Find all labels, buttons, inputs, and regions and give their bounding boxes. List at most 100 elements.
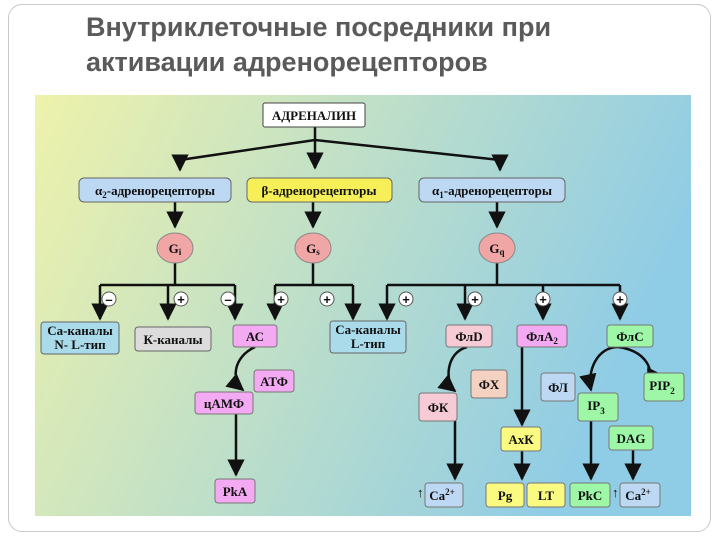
ca2-node-left: ↑ Ca2+ (417, 482, 464, 508)
alpha1-subscript: 1 (439, 190, 444, 200)
fk-node: ФК (418, 392, 458, 422)
pip2-label: PIP2 (649, 378, 675, 396)
ca-channels-nl-line2: N- L-тип (54, 337, 106, 352)
plus-sign-ca-l: + (319, 291, 335, 307)
gi-protein-node: Gi (156, 232, 194, 264)
ca2-right-label: Ca2+ (625, 487, 651, 503)
plus-sign-pla2: + (467, 291, 483, 307)
beta-receptor-label: β-адренорецепторы (261, 183, 376, 198)
plus-sign-plc: + (535, 291, 551, 307)
pla2-label: ФлА2 (526, 329, 558, 346)
gi-label: Gi (169, 241, 182, 257)
minus-sign-ca-nl: – (101, 291, 117, 307)
slide-title-line-1: Внутриклеточные посредники при (86, 12, 552, 42)
beta-text: -адренорецепторы (268, 183, 376, 198)
k-channels-node: К-каналы (134, 326, 212, 352)
camp-node: цАМФ (194, 391, 254, 415)
gi-main: G (169, 241, 179, 256)
pg-label: Pg (498, 488, 513, 503)
fl-label: ФЛ (548, 380, 568, 395)
pkc-label: PkC (578, 488, 603, 503)
ac-node: АС (232, 324, 278, 348)
gs-protein-node: Gs (294, 232, 332, 264)
plc-node: ФлС (606, 324, 654, 348)
slide-frame (8, 4, 711, 532)
alpha2-text: -адренорецепторы (107, 183, 215, 198)
svg-text:+: + (616, 292, 624, 307)
gq-main: G (489, 241, 499, 256)
axk-label: АхК (508, 432, 534, 447)
axk-node: АхК (500, 426, 542, 452)
minus-sign-ac: – (220, 291, 236, 307)
pka-node: PkA (214, 478, 256, 504)
atp-label: АТФ (260, 374, 288, 389)
dag-label: DAG (617, 431, 646, 446)
ca-channels-nl-line1: Са-каналы (47, 323, 113, 338)
gs-label: Gs (306, 241, 320, 257)
ph-label: ФХ (479, 377, 500, 392)
lt-label: LT (538, 488, 554, 503)
pla2-subscript: 2 (553, 336, 558, 346)
gs-subscript: s (316, 247, 320, 257)
alpha1-text: -адренорецепторы (444, 183, 552, 198)
ip3-node: IP3 (577, 392, 619, 422)
pla2-node: ФлА2 (516, 324, 568, 348)
beta-symbol: β (261, 183, 268, 198)
pip2-node: PIP2 (643, 372, 685, 402)
pip2-subscript: 2 (670, 386, 675, 396)
ip3-subscript: 3 (600, 406, 605, 416)
ca2-left-main: Ca (429, 488, 445, 503)
svg-text:+: + (177, 292, 185, 307)
slide-title-line-2: активации адренорецепторов (86, 47, 488, 77)
gi-subscript: i (179, 247, 182, 257)
beta-receptor-node: β-адренорецепторы (246, 177, 393, 203)
ip3-label: IP3 (587, 398, 605, 416)
plus-sign-plc2: + (612, 291, 628, 307)
alpha1-receptor-node: α1-адренорецепторы (418, 177, 566, 203)
fl-node: ФЛ (540, 372, 576, 402)
pg-node: Pg (485, 482, 525, 508)
connector-lines (91, 125, 663, 481)
ca2-node-right: ↑ Ca2+ (612, 482, 661, 508)
alpha2-symbol: α (95, 183, 103, 198)
ca2-right-sup: 2+ (641, 487, 651, 497)
k-channels-label: К-каналы (143, 332, 202, 347)
ca-channels-l-line1: Са-каналы (335, 322, 401, 337)
dag-node: DAG (608, 425, 654, 451)
ca2-left-sup: 2+ (445, 487, 455, 497)
slide-title: Внутриклеточные посредники при активации… (86, 10, 686, 80)
svg-text:+: + (471, 292, 479, 307)
lt-node: LT (526, 482, 566, 508)
svg-text:+: + (277, 292, 285, 307)
gq-protein-node: Gq (478, 232, 516, 264)
plus-sign-k: + (173, 291, 189, 307)
ca2-left-label: Ca2+ (429, 487, 455, 503)
alpha1-symbol: α (432, 183, 440, 198)
camp-label: цАМФ (204, 396, 244, 411)
ph-node: ФХ (470, 369, 508, 399)
pld-label: ФлD (455, 329, 482, 344)
gs-main: G (306, 241, 316, 256)
plus-sign-pld: + (398, 291, 414, 307)
ca-channels-l-line2: L-тип (351, 336, 386, 351)
gq-label: Gq (489, 241, 504, 257)
ca2-right-up-arrow: ↑ (612, 485, 619, 500)
svg-text:–: – (105, 292, 112, 307)
alpha2-receptor-node: α2-адренорецепторы (78, 177, 232, 203)
svg-text:+: + (539, 292, 547, 307)
plus-sign-ac-gs: + (273, 291, 289, 307)
adrenaline-node: АДРЕНАЛИН (262, 102, 366, 128)
pkc-node: PkC (569, 482, 611, 508)
alpha2-receptor-label: α2-адренорецепторы (95, 183, 215, 200)
ca2-right-main: Ca (625, 488, 641, 503)
plc-label: ФлС (616, 329, 643, 344)
adrenoreceptor-diagram: АДРЕНАЛИН α2-адренорецепторы β-адренорец… (35, 95, 691, 516)
atp-node: АТФ (253, 369, 295, 393)
diagram-background (35, 95, 691, 516)
alpha1-receptor-label: α1-адренорецепторы (432, 183, 552, 200)
ca2-left-up-arrow: ↑ (417, 485, 424, 500)
pla2-main: ФлА (526, 329, 554, 344)
fk-label: ФК (428, 400, 449, 415)
svg-text:–: – (224, 292, 231, 307)
svg-text:+: + (323, 292, 331, 307)
